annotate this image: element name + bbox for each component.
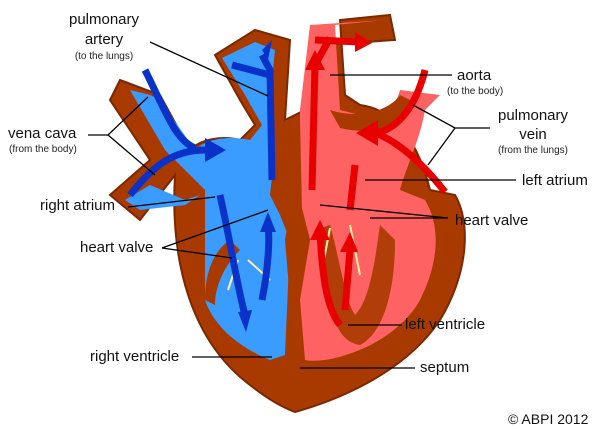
pulmonary-vein-label-2: vein	[519, 126, 547, 143]
leader-lines	[88, 41, 516, 369]
arrowhead	[356, 120, 378, 146]
arrowhead	[205, 138, 226, 162]
pulmonary-artery-note: (to the lungs)	[74, 51, 134, 62]
pulmonary-artery-label-2: artery	[84, 31, 124, 48]
pulmonary-artery-label: pulmonary	[68, 11, 140, 28]
right-atrium-label: right atrium	[40, 197, 116, 214]
arrowhead	[260, 212, 276, 232]
pulmonary-vein-note: (from the lungs)	[497, 145, 569, 156]
right-ventricle-label: right ventricle	[90, 348, 180, 365]
heart-valve-label-left: heart valve	[80, 239, 154, 256]
arrowhead	[305, 50, 325, 70]
arrowhead	[310, 220, 330, 240]
vena-cava-label: vena cava	[8, 125, 77, 142]
arrowhead	[238, 310, 252, 332]
copyright: © ABPI 2012	[508, 411, 589, 427]
septum-label: septum	[420, 359, 470, 376]
pulmonary-vein-label: pulmonary	[497, 107, 569, 124]
left-ventricle-label: left ventricle	[405, 316, 486, 333]
left-atrium-label: left atrium	[522, 172, 588, 189]
arrowhead	[262, 40, 272, 60]
aorta-label: aorta	[457, 67, 492, 84]
aorta-note: (to the body)	[447, 86, 504, 97]
heart-valve-label-right: heart valve	[455, 212, 529, 229]
arrowhead	[340, 232, 358, 252]
septum-wall	[285, 120, 310, 385]
vena-cava-note: (from the body)	[9, 144, 77, 155]
arrowhead	[355, 32, 372, 52]
